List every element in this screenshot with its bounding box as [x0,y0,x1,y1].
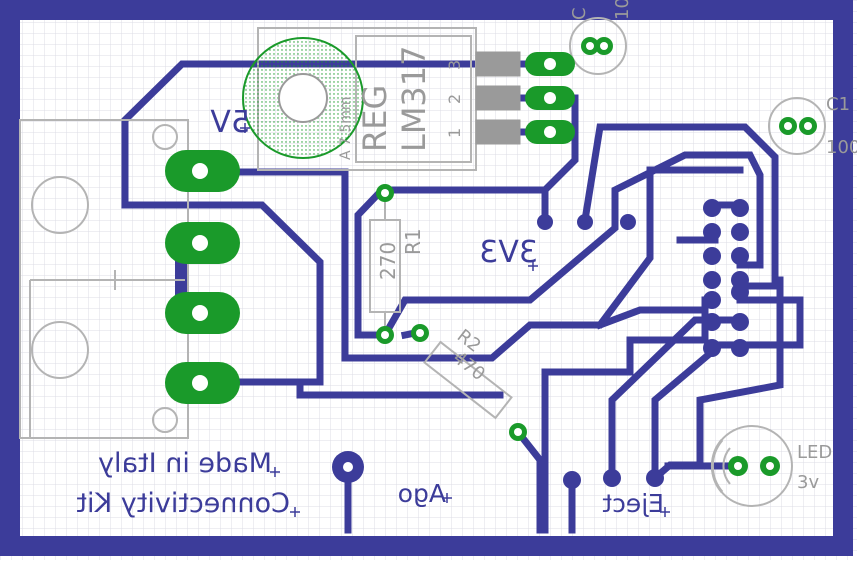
label-connectivity-kit: Connectivity Kit [76,488,290,519]
label-c1: C1 [826,94,850,115]
regulator-heatsink [242,37,364,159]
via-drills [343,462,353,472]
label-5v: 5V [210,105,250,140]
capacitor-top-outline [569,17,627,75]
label-3v3: 3V3 [479,235,538,270]
copper-text: 5V 3V3 Made in Italy Connectivity Kit Ag… [76,105,664,519]
label-pin3: 3 [445,60,464,70]
label-lm317: LM317 [395,45,433,152]
silkscreen-layer [19,17,826,507]
label-led: LED [797,442,832,463]
capacitor-c1-outline [768,97,826,155]
connector-mount-hole-bottom [31,321,89,379]
label-pin1: 1 [445,128,464,138]
label-reg: REG [356,85,394,152]
connector-outline [19,119,189,439]
label-led-val: 3v [797,472,819,493]
label-hole-size: A 7.5mm [338,96,354,160]
label-c-top-val: 10 [612,0,633,20]
label-made-in: Made in Italy [98,448,272,479]
label-c-top: C [569,7,590,20]
label-pin2: 2 [445,94,464,104]
pads [165,37,817,476]
r2-body [423,340,513,420]
label-c1-val: 100 [826,137,857,158]
label-r1-name: R1 [401,228,425,255]
label-eject: Eject [602,489,664,518]
label-r1-value: 270 [376,242,400,280]
vias [332,199,749,489]
label-ago: Ago [398,479,446,508]
connector-mount-hole-top [31,176,89,234]
regulator-pins [475,51,521,145]
origin-markers [240,123,670,517]
